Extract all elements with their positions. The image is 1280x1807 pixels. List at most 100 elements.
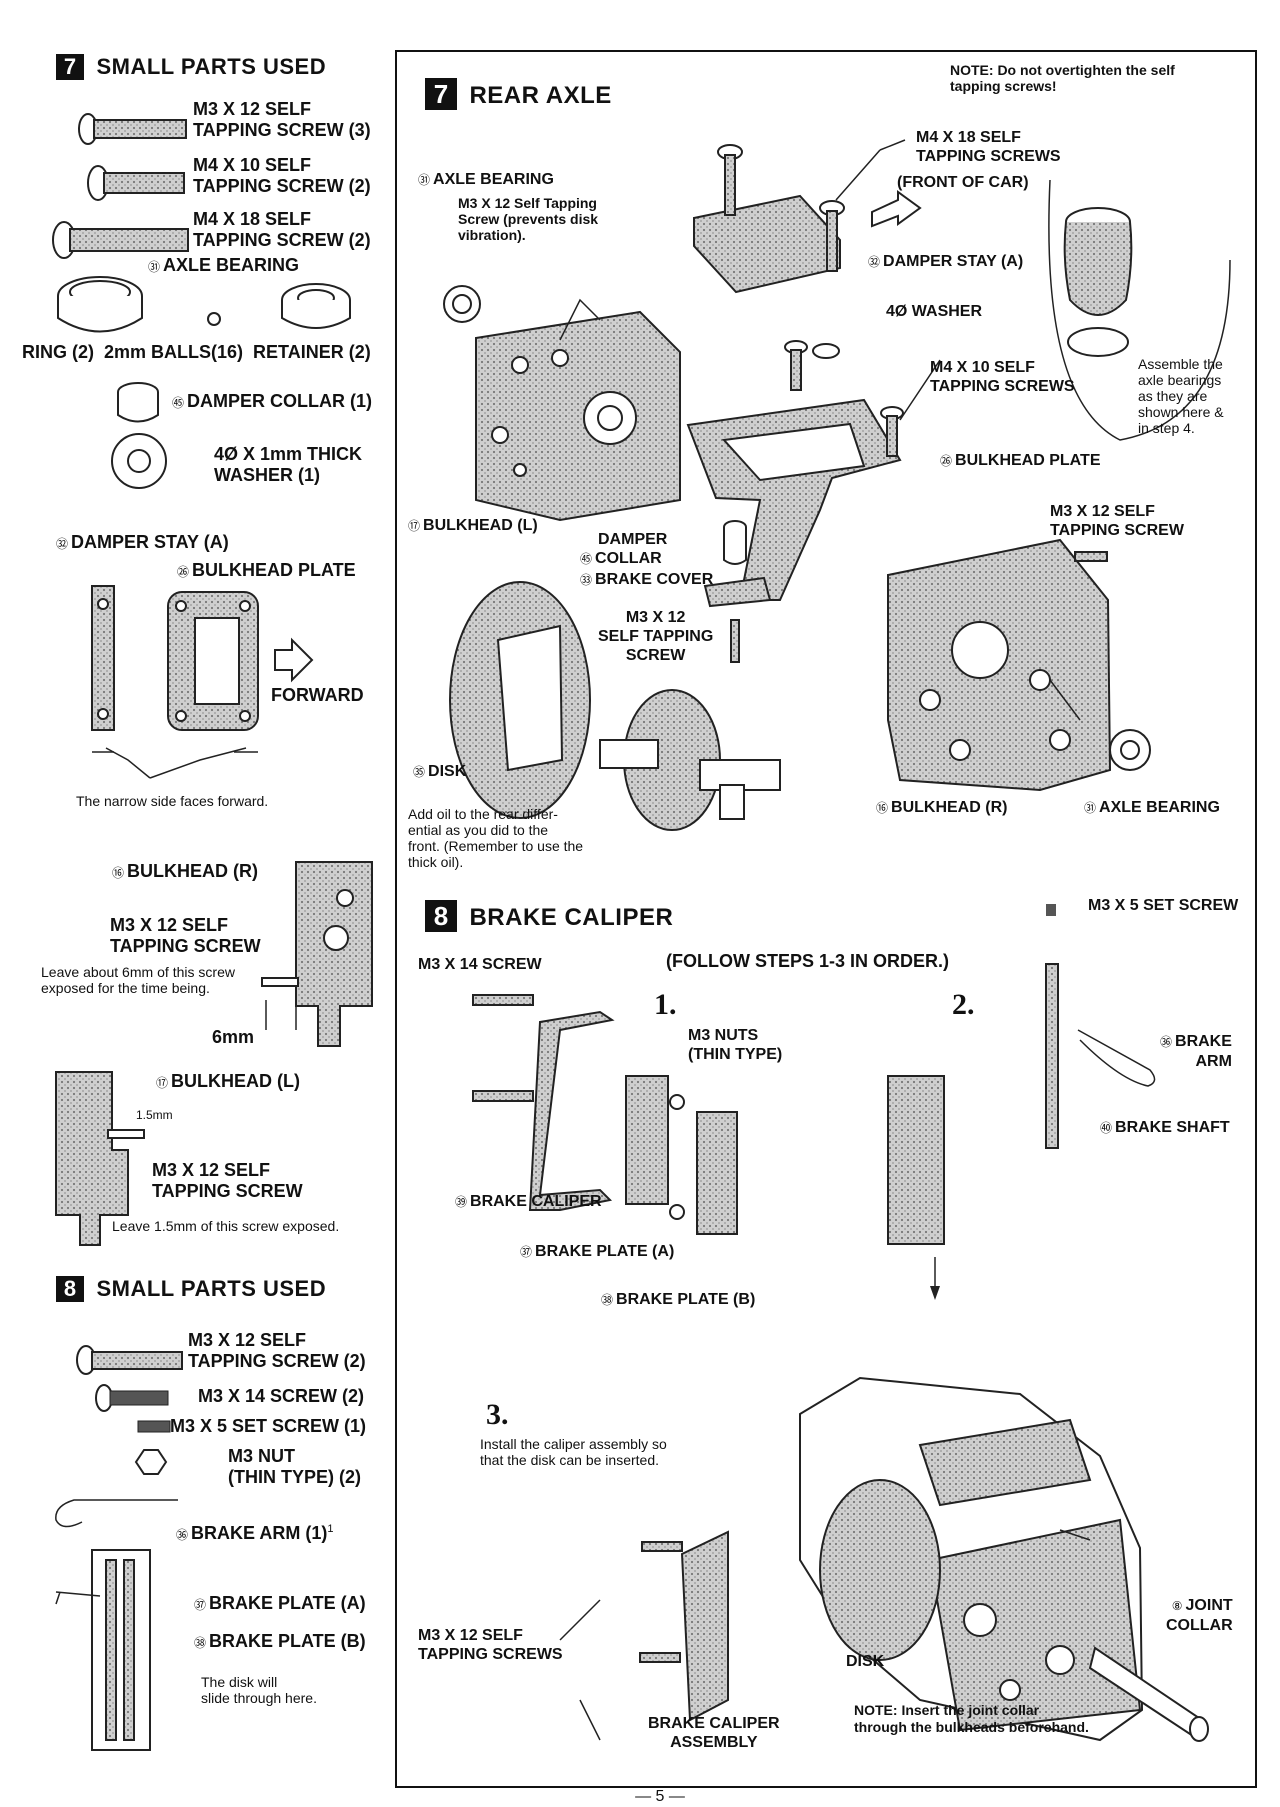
section-title: BRAKE CALIPER [469, 904, 674, 931]
page-number: — 5 — [635, 1788, 685, 1805]
brake-arm-icon [55, 1499, 178, 1528]
brake-plates-detail [55, 1549, 151, 1751]
bulkhead-l-part [55, 1071, 129, 1246]
step-1-label: 1. [654, 988, 677, 1021]
main-instruction-frame [395, 50, 1257, 1788]
brake-shaft-illustration [1045, 963, 1059, 1149]
note-add-oil: Add oil to the rear differ-ential as you… [408, 806, 584, 870]
damper-stay-part [91, 585, 115, 731]
screw-m3x12-illustration [730, 619, 740, 663]
screw-m4x10-icon [87, 165, 185, 201]
front-arrow-icon [871, 190, 922, 228]
section-title: REAR AXLE [469, 82, 612, 109]
label-follow-steps: (FOLLOW STEPS 1-3 IN ORDER.) [666, 951, 950, 971]
brake-plate-b-illustration [696, 1111, 738, 1235]
screw-m4x18-icon [52, 221, 189, 259]
screw-m3x14-icon [95, 1384, 169, 1412]
step-number-badge: 8 [56, 1276, 84, 1302]
nut-icon [134, 1449, 168, 1475]
axle-gear-illustration [599, 689, 781, 831]
damper-collar-icon [117, 382, 159, 423]
section-title: SMALL PARTS USED [96, 1276, 327, 1301]
step-number-badge: 7 [56, 54, 84, 80]
label-front-of-car: (FRONT OF CAR) [897, 174, 1029, 191]
washer-illustration [812, 343, 840, 359]
damper-stay-illustration [693, 194, 841, 294]
step-number-badge: 7 [425, 78, 457, 110]
part-label-m3x5: M3 X 5 SET SCREW (1) [170, 1416, 367, 1436]
section-8-header: 8 BRAKE CALIPER [425, 900, 673, 932]
screw-m4x18-illustration [717, 144, 845, 272]
part-label-m3x14: M3 X 14 SCREW (2) [198, 1386, 365, 1406]
note-bulkhead-r: Leave about 6mm of this screw exposed fo… [41, 964, 235, 996]
screw-m3x12-icon [76, 1345, 183, 1375]
section-8-parts-header: 8 SMALL PARTS USED [56, 1276, 326, 1302]
label-6mm: 6mm [212, 1027, 255, 1047]
step-3-label: 3. [486, 1398, 509, 1431]
section-title: SMALL PARTS USED [96, 54, 327, 79]
caliper-assembly-illustration [680, 1530, 729, 1722]
set-screw-icon [137, 1420, 171, 1433]
label-m3-nuts: M3 NUTS(THIN TYPE) [688, 1027, 783, 1063]
screw-m4x10-illustration [784, 340, 904, 457]
part-label-m3-nut: M3 NUT(THIN TYPE) (2) [228, 1446, 361, 1487]
bearing-retainer-icon [281, 283, 351, 329]
label-disk-step3: DISK [846, 1653, 885, 1670]
brake-plate-a-illustration [625, 1075, 669, 1205]
axle-bearing-exploded [1063, 207, 1133, 357]
note-narrow-side: The narrow side faces forward. [76, 793, 269, 809]
screw-m3x14-illustration [472, 994, 534, 1006]
label-m3x5-set-screw: M3 X 5 SET SCREW [1088, 897, 1239, 914]
part-label-bearing-components: RING (2) 2mm BALLS(16) RETAINER (2) [22, 342, 371, 362]
section-7-parts-header: 7 SMALL PARTS USED [56, 54, 326, 80]
brake-caliper-step2 [887, 1075, 945, 1245]
step-number-badge: 8 [425, 900, 457, 932]
step3-assembly-illustration [799, 1376, 1209, 1742]
section-7-header: 7 REAR AXLE [425, 78, 612, 110]
bulkhead-r-part [295, 861, 373, 1047]
brake-cover-illustration [703, 576, 772, 608]
brake-caliper-illustration [528, 1010, 615, 1211]
